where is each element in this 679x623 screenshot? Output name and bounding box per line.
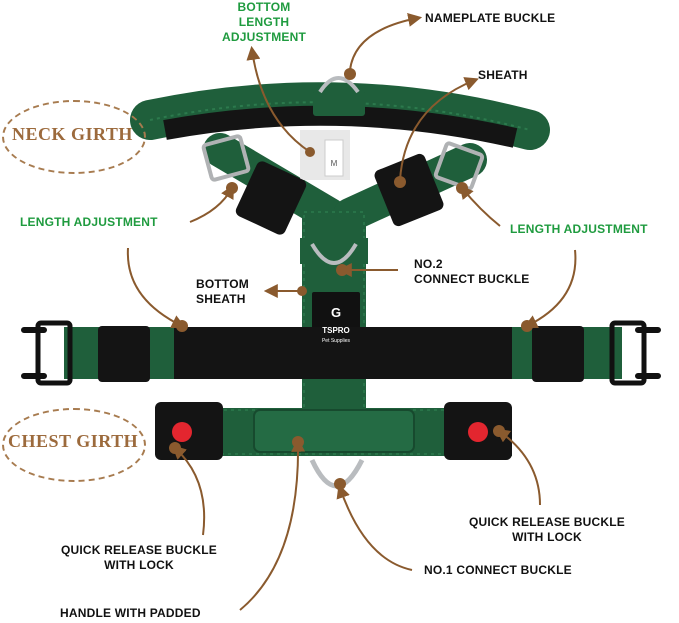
neck-girth-label: NECK GIRTH xyxy=(12,124,133,144)
callout-dots xyxy=(169,68,533,490)
nameplate-buckle-label: NAMEPLATE BUCKLE xyxy=(425,11,556,25)
bottom-length-adjustment-label: BOTTOM LENGTH ADJUSTMENT xyxy=(221,0,306,44)
size-tag: M xyxy=(331,159,338,168)
quick-release-right-label: QUICK RELEASE BUCKLE WITH LOCK xyxy=(468,515,625,544)
connect-buckle-2-label: NO.2 CONNECT BUCKLE xyxy=(414,257,530,286)
neck-girth-oval xyxy=(2,100,146,174)
sheath-label: SHEATH xyxy=(478,68,528,82)
length-adjustment-right-label: LENGTH ADJUSTMENT xyxy=(510,222,648,236)
lower-chest-strap xyxy=(155,402,512,489)
bottom-sheath-label: BOTTOM SHEATH xyxy=(196,277,249,306)
svg-text:G: G xyxy=(331,305,341,320)
quick-release-left-label: QUICK RELEASE BUCKLE WITH LOCK xyxy=(60,543,217,572)
connect-buckle-1-label: NO.1 CONNECT BUCKLE xyxy=(424,563,572,577)
chest-girth-label: CHEST GIRTH xyxy=(8,431,139,451)
handle-with-padded-label: HANDLE WITH PADDED xyxy=(60,606,201,620)
callout-lines xyxy=(126,12,577,611)
brand-tag: G TSPRO Pet Supplies M xyxy=(322,159,351,344)
brand-name: TSPRO xyxy=(322,326,350,335)
nameplate-d-ring xyxy=(313,76,365,116)
lock-icon xyxy=(172,422,192,442)
lock-icon xyxy=(468,422,488,442)
chest-girth-oval xyxy=(2,408,146,482)
brand-sub: Pet Supplies xyxy=(322,338,351,344)
length-adjustment-left-label: LENGTH ADJUSTMENT xyxy=(20,215,158,229)
neck-adjusters xyxy=(201,134,485,191)
neck-sheaths xyxy=(235,153,444,235)
upper-chest-strap xyxy=(21,320,661,386)
harness-photo xyxy=(21,76,661,489)
center-strap xyxy=(300,210,368,430)
